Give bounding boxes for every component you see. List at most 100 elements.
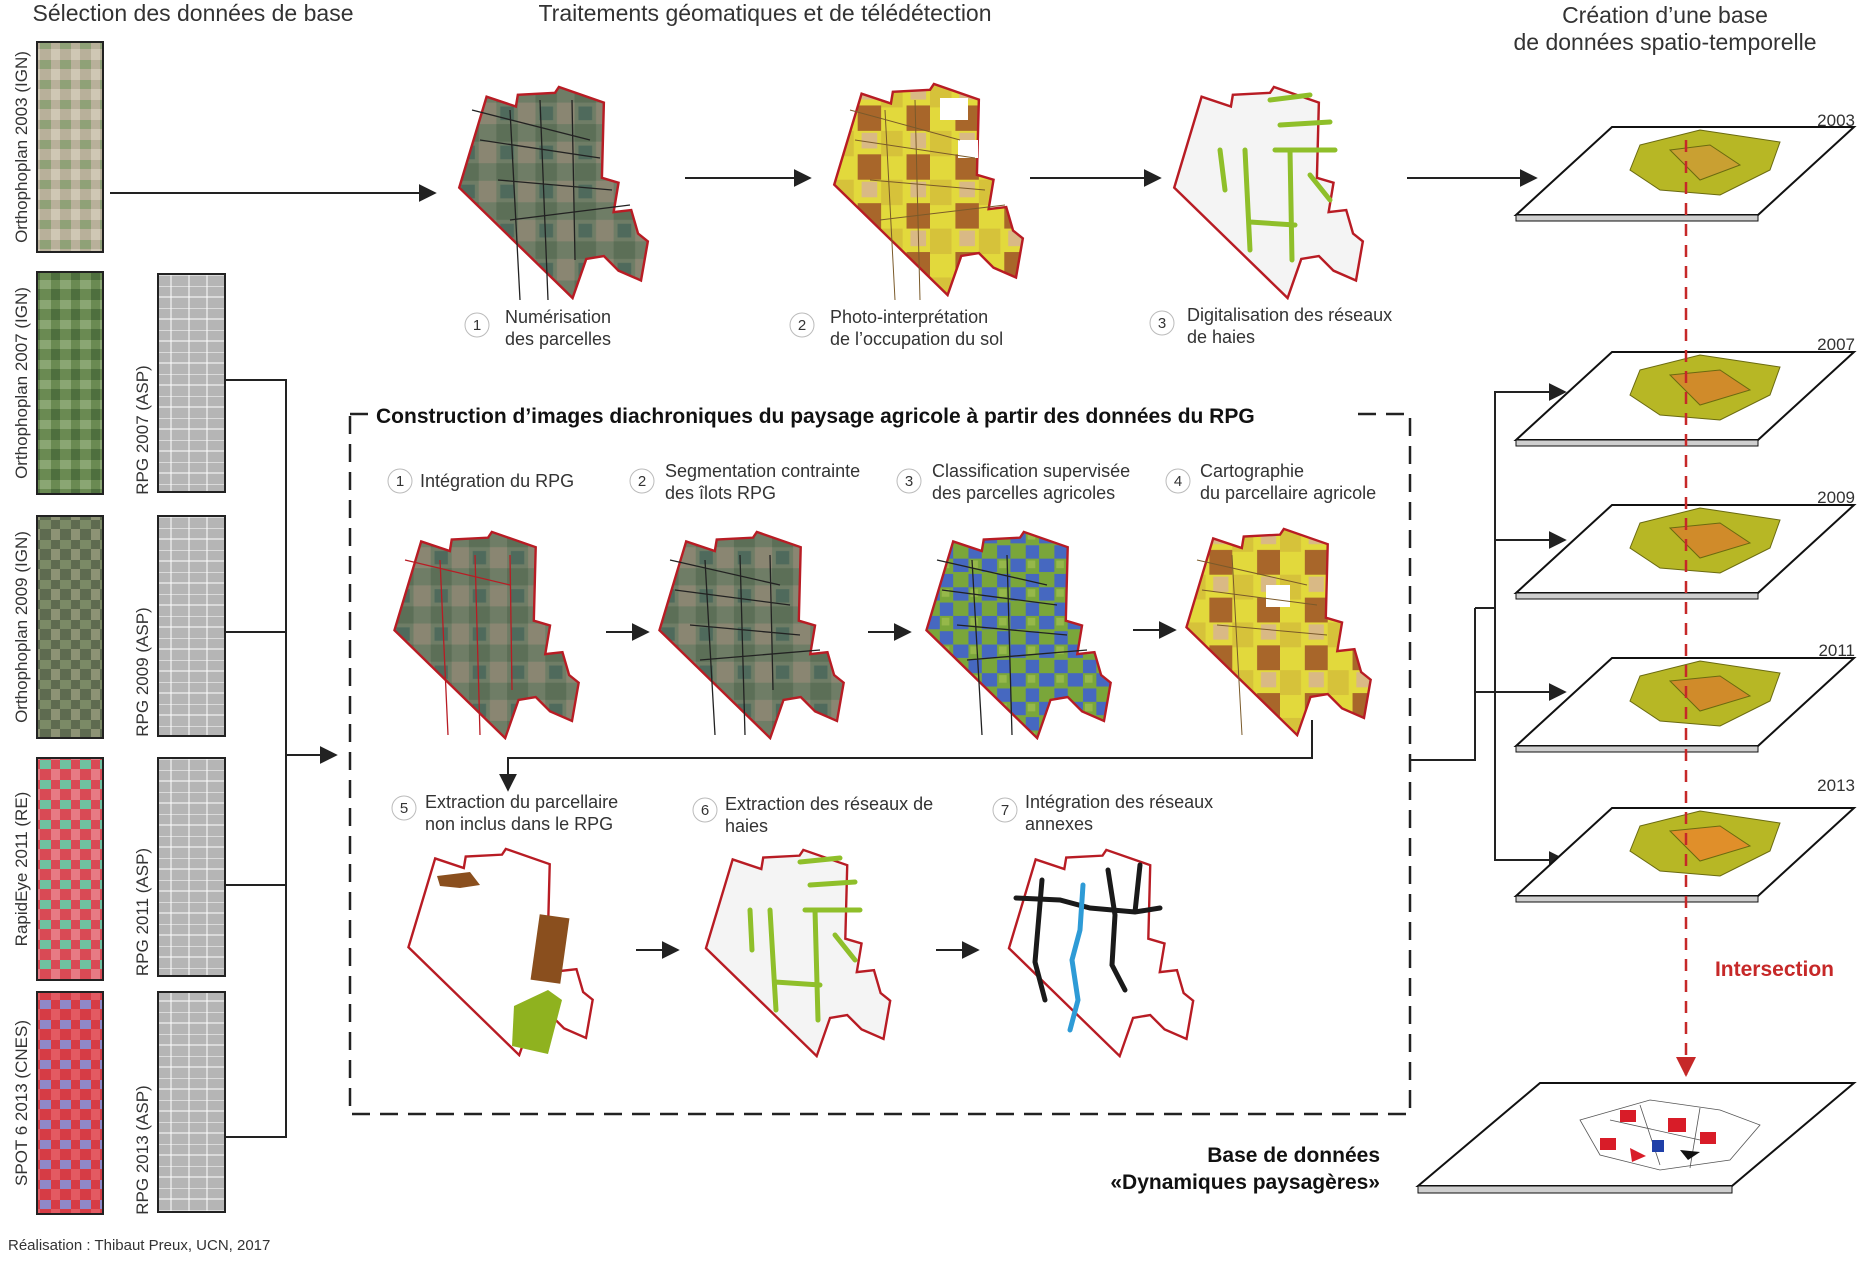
top-map-1 <box>457 85 650 301</box>
svg-text:des îlots RPG: des îlots RPG <box>665 483 776 503</box>
thumb-spot6-2013 <box>36 991 104 1215</box>
label-rpg-2011: RPG 2011 (ASP) <box>133 848 152 976</box>
header-processing: Traitements géomatiques et de télédétect… <box>538 0 991 26</box>
label-spot6-2013: SPOT 6 2013 (CNES) <box>12 1020 31 1186</box>
svg-text:de haies: de haies <box>1187 327 1255 347</box>
box-step-3: 3 Classification supervisée des parcelle… <box>896 461 1130 503</box>
year-2013: 2013 <box>1817 776 1855 795</box>
svg-text:Numérisation: Numérisation <box>505 307 611 327</box>
non-rpg-parcel-brown <box>530 914 570 984</box>
arrow-row1-to-row2 <box>499 720 1313 792</box>
unclassified-parcel <box>1266 585 1290 607</box>
box-map-7 <box>1007 848 1195 1058</box>
thumb-orthophoplan-2007 <box>36 271 104 495</box>
left-connectors <box>110 184 437 1138</box>
label-rpg-2007: RPG 2007 (ASP) <box>133 365 152 494</box>
top-step-2: 2 Photo-interprétation de l’occupation d… <box>789 307 1003 349</box>
box-map-6 <box>704 848 892 1058</box>
svg-text:haies: haies <box>725 816 768 836</box>
label-rpg-2009: RPG 2009 (ASP) <box>133 607 152 736</box>
svg-text:Photo-interprétation: Photo-interprétation <box>830 307 988 327</box>
credit: Réalisation : Thibaut Preux, UCN, 2017 <box>8 1237 270 1254</box>
thumb-orthophoplan-2003 <box>36 41 104 253</box>
svg-text:4: 4 <box>1174 473 1182 490</box>
svg-text:Extraction du parcellaire: Extraction du parcellaire <box>425 792 618 812</box>
svg-text:Extraction des réseaux de: Extraction des réseaux de <box>725 794 933 814</box>
road-network <box>1013 862 1163 1003</box>
svg-text:des parcelles: des parcelles <box>505 329 611 349</box>
box-step-2: 2 Segmentation contrainte des îlots RPG <box>629 461 860 503</box>
svg-text:1: 1 <box>396 473 404 490</box>
top-step-3: 3 Digitalisation des réseaux de haies <box>1149 305 1392 347</box>
svg-text:annexes: annexes <box>1025 814 1093 834</box>
layer-2003: 2003 <box>1513 111 1857 222</box>
unclassified-parcel <box>940 98 968 120</box>
label-orthophoplan-2007: Orthophoplan 2007 (IGN) <box>12 287 31 479</box>
svg-text:2: 2 <box>798 317 806 334</box>
box-map-2 <box>658 530 845 740</box>
layer-2013: 2013 <box>1513 776 1857 903</box>
layer-2011: 2011 <box>1513 641 1857 753</box>
box-step-7: 7 Intégration des réseaux annexes <box>992 792 1213 834</box>
unclassified-parcel <box>958 140 978 158</box>
thumb-rapideye-2011 <box>36 757 104 981</box>
label-rapideye-2011: RapidEye 2011 (RE) <box>12 792 31 947</box>
thumb-rpg-2009 <box>157 515 226 737</box>
source-imagery-column: Orthophoplan 2003 (IGN) Orthophoplan 200… <box>12 41 104 1215</box>
svg-text:7: 7 <box>1001 802 1009 819</box>
svg-text:3: 3 <box>1158 315 1166 332</box>
top-map-2 <box>832 82 1025 301</box>
thumb-rpg-2007 <box>157 273 226 493</box>
thumb-rpg-2011 <box>157 757 226 977</box>
rpg-construction-box <box>348 412 1412 1116</box>
year-2009: 2009 <box>1817 488 1855 507</box>
layer-dynamics-database <box>1415 1082 1857 1194</box>
label-orthophoplan-2009: Orthophoplan 2009 (IGN) <box>12 531 31 723</box>
svg-text:Intégration du RPG: Intégration du RPG <box>420 471 574 491</box>
box-title: Construction d’images diachroniques du p… <box>376 405 1255 428</box>
svg-text:1: 1 <box>473 317 481 334</box>
svg-text:du parcellaire agricole: du parcellaire agricole <box>1200 483 1376 503</box>
label-orthophoplan-2003: Orthophoplan 2003 (IGN) <box>12 51 31 243</box>
header-base-data: Sélection des données de base <box>33 0 354 26</box>
svg-text:5: 5 <box>400 800 408 817</box>
year-2011: 2011 <box>1818 641 1855 660</box>
right-connectors <box>1410 383 1567 869</box>
thumb-rpg-2013 <box>157 991 226 1213</box>
header-database-line1: Création d’une base <box>1562 2 1768 28</box>
non-rpg-parcel-green <box>512 990 562 1054</box>
database-label-line2: «Dynamiques paysagères» <box>1110 1171 1380 1194</box>
box-step-4: 4 Cartographie du parcellaire agricole <box>1165 461 1376 503</box>
box-row1-arrows <box>499 621 1313 792</box>
svg-text:Segmentation contrainte: Segmentation contrainte <box>665 461 860 481</box>
thumb-orthophoplan-2009 <box>36 515 104 739</box>
svg-text:non inclus dans le RPG: non inclus dans le RPG <box>425 814 613 834</box>
bracket-rpg <box>226 379 287 1138</box>
box-title-bg <box>368 398 1348 430</box>
svg-text:2: 2 <box>638 473 646 490</box>
header-database-line2: de données spatio-temporelle <box>1513 29 1816 55</box>
box-step-6: 6 Extraction des réseaux de haies <box>692 794 933 836</box>
box-map-3 <box>925 530 1112 740</box>
box-step-1: 1 Intégration du RPG <box>387 468 574 494</box>
svg-text:3: 3 <box>905 473 913 490</box>
box-step-5: 5 Extraction du parcellaire non inclus d… <box>391 792 618 834</box>
svg-text:Cartographie: Cartographie <box>1200 461 1304 481</box>
year-2007: 2007 <box>1817 335 1855 354</box>
rpg-column: RPG 2007 (ASP) RPG 2009 (ASP) RPG 2011 (… <box>133 273 226 1215</box>
year-2003: 2003 <box>1817 111 1855 130</box>
intersection-label: Intersection <box>1715 958 1834 981</box>
label-rpg-2013: RPG 2013 (ASP) <box>133 1085 152 1214</box>
svg-text:6: 6 <box>701 802 709 819</box>
svg-text:Intégration des réseaux: Intégration des réseaux <box>1025 792 1213 812</box>
svg-text:des parcelles agricoles: des parcelles agricoles <box>932 483 1115 503</box>
non-rpg-parcel-brown <box>437 872 480 888</box>
svg-text:Digitalisation des réseaux: Digitalisation des réseaux <box>1187 305 1392 325</box>
database-label-line1: Base de données <box>1207 1144 1380 1167</box>
svg-text:Classification supervisée: Classification supervisée <box>932 461 1130 481</box>
top-map-3 <box>1172 85 1365 300</box>
box-map-1 <box>393 530 580 740</box>
top-step-1: 1 Numérisation des parcelles <box>464 307 611 349</box>
box-map-5 <box>407 847 595 1057</box>
